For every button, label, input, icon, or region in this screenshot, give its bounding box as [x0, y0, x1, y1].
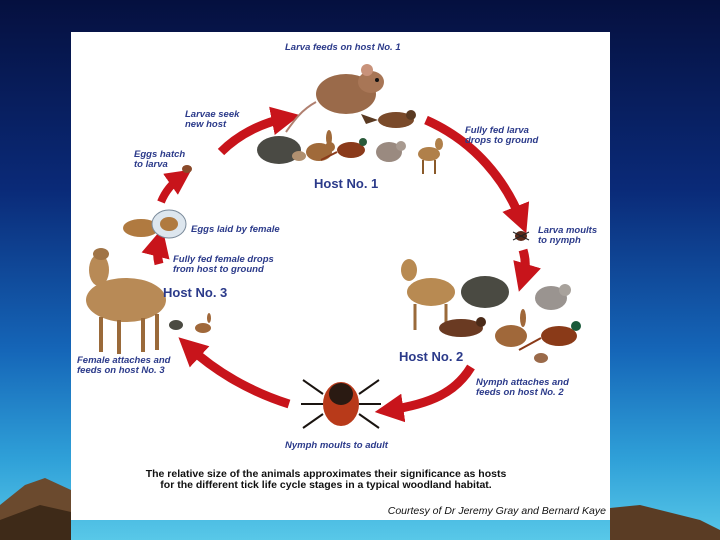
pheasant-icon — [519, 321, 581, 350]
arrow-female-drops — [158, 242, 160, 264]
label-larva-feeds: Larva feeds on host No. 1 — [285, 43, 401, 53]
hare-icon — [495, 309, 527, 347]
mouse-icon — [534, 353, 548, 363]
label-nymph-moults: Nymph moults to adult — [285, 441, 388, 451]
figure-credit: Courtesy of Dr Jeremy Gray and Bernard K… — [341, 505, 606, 517]
figure-caption: The relative size of the animals approxi… — [116, 469, 536, 491]
large-deer-icon — [86, 248, 166, 354]
hare-icon — [306, 130, 335, 161]
label-eggs-hatch: Eggs hatch to larva — [134, 150, 185, 170]
arrow-to-host-3 — [189, 347, 289, 404]
eggs-icon — [123, 210, 186, 238]
label-eggs-laid: Eggs laid by female — [191, 225, 280, 235]
label-larva-moults: Larva moults to nymph — [538, 226, 597, 246]
host-2-label: Host No. 2 — [399, 349, 463, 364]
squirrel-icon — [535, 284, 571, 310]
small-deer-icon — [418, 138, 443, 174]
label-fully-fed-larva: Fully fed larva drops to ground — [465, 126, 538, 146]
hedgehog-icon — [461, 276, 509, 308]
hedgehog-icon — [169, 320, 183, 330]
bird-icon — [361, 110, 416, 128]
host-1-label: Host No. 1 — [314, 176, 378, 191]
arrow-eggs-hatch — [161, 177, 181, 202]
tick-life-cycle-slide: Larva feeds on host No. 1 Fully fed larv… — [71, 32, 610, 520]
label-larvae-seek: Larvae seek new host — [185, 110, 239, 130]
adult-tick-icon — [301, 380, 381, 428]
hare-icon — [195, 313, 211, 333]
hedgehog-icon — [257, 136, 306, 164]
arrow-to-host-2 — [523, 250, 525, 278]
label-nymph-attaches: Nymph attaches and feeds on host No. 2 — [476, 378, 569, 398]
squirrel-icon — [376, 141, 406, 162]
deer-icon — [401, 259, 455, 330]
host-3-label: Host No. 3 — [163, 285, 227, 300]
tick-nymph-icon — [513, 231, 529, 241]
arrow-to-adult — [389, 367, 471, 410]
label-female-attaches: Female attaches and feeds on host No. 3 — [77, 356, 170, 376]
label-female-drops: Fully fed female drops from host to grou… — [173, 255, 274, 275]
